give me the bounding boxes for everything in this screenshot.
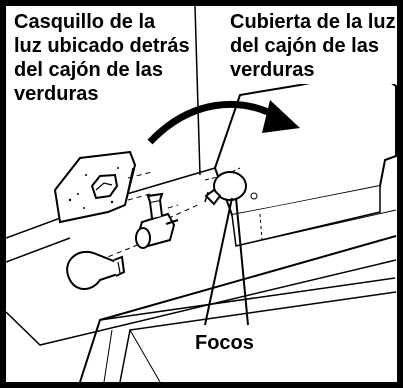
socket-location-label: Casquillo de la luz ubicado detrás del c… xyxy=(14,10,193,108)
bulbs-label: Focos xyxy=(192,331,257,355)
removal-arrow xyxy=(147,100,300,145)
crisper-drawer xyxy=(6,235,397,382)
socket-label-line: luz ubicado detrás xyxy=(14,35,190,57)
socket-label-line: verduras xyxy=(14,83,99,105)
bulb-loose xyxy=(66,250,126,290)
socket-housing xyxy=(53,150,137,224)
light-cover-panel xyxy=(204,70,397,247)
cover-label: Cubierta de la luz del cajón de las verd… xyxy=(228,10,396,84)
cover-label-line: Cubierta de la luz xyxy=(230,11,396,33)
socket-label-line: Casquillo de la xyxy=(14,11,156,33)
alignment-lines xyxy=(99,171,201,261)
refrigerator-light-illustration xyxy=(6,6,397,382)
light-socket-part xyxy=(135,192,179,249)
cover-label-line: verduras xyxy=(230,59,315,81)
bulb-installed xyxy=(204,171,247,206)
cover-label-line: del cajón de las xyxy=(230,35,379,57)
bulb-leader-lines xyxy=(204,197,249,326)
socket-label-line: del cajón de las xyxy=(14,59,163,81)
